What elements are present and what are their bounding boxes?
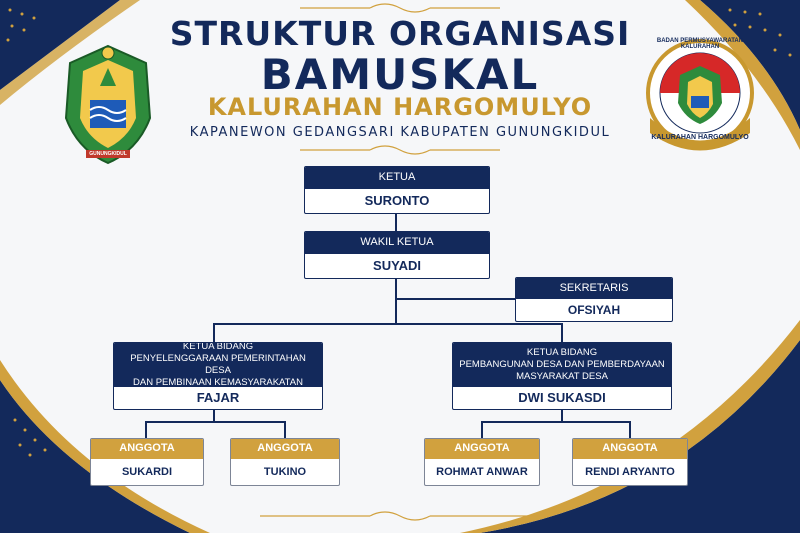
title-line-3: KALURAHAN HARGOMULYO bbox=[207, 93, 593, 121]
wakil-ketua-name: SUYADI bbox=[373, 258, 421, 273]
connector-wakil-down bbox=[395, 278, 397, 324]
anggota-box-1: ANGGOTA SUKARDI bbox=[90, 438, 204, 486]
wakil-ketua-role: WAKIL KETUA bbox=[305, 232, 489, 254]
anggota-4-role: ANGGOTA bbox=[573, 439, 687, 459]
ketua-bidang-2-role-line2: PEMBANGUNAN DESA DAN PEMBERDAYAAN bbox=[459, 359, 665, 371]
ketua-bidang-1-box: KETUA BIDANG PENYELENGGARAAN PEMERINTAHA… bbox=[113, 342, 323, 410]
connector-sekretaris bbox=[397, 298, 515, 300]
anggota-3-name: ROHMAT ANWAR bbox=[436, 465, 528, 478]
anggota-box-2: ANGGOTA TUKINO bbox=[230, 438, 340, 486]
connector-anggota-1 bbox=[145, 421, 147, 439]
anggota-box-3: ANGGOTA ROHMAT ANWAR bbox=[424, 438, 540, 486]
sekretaris-name: OFSIYAH bbox=[567, 302, 621, 317]
bpk-emblem-icon bbox=[646, 39, 754, 151]
title-line-1: STRUKTUR ORGANISASI bbox=[169, 14, 631, 53]
ketua-bidang-1-name: FAJAR bbox=[196, 390, 240, 405]
anggota-4-name: RENDI ARYANTO bbox=[585, 465, 675, 478]
ketua-box: KETUA SURONTO bbox=[304, 166, 490, 214]
ketua-bidang-2-box: KETUA BIDANG PEMBANGUNAN DESA DAN PEMBER… bbox=[452, 342, 672, 410]
connector-anggota-left bbox=[145, 421, 285, 423]
connector-bidang1 bbox=[213, 323, 215, 342]
ketua-bidang-1-role: KETUA BIDANG PENYELENGGARAAN PEMERINTAHA… bbox=[114, 342, 322, 388]
anggota-1-name: SUKARDI bbox=[121, 465, 173, 478]
connector-bidang1-down bbox=[213, 410, 215, 422]
title-line-4: KAPANEWON GEDANGSARI KABUPATEN GUNUNGKID… bbox=[189, 125, 611, 140]
connector-anggota-right bbox=[481, 421, 631, 423]
right-logo-ribbon-text: KALURAHAN HARGOMULYO bbox=[651, 134, 749, 141]
sekretaris-box: SEKRETARIS OFSIYAH bbox=[515, 277, 673, 322]
ketua-bidang-2-name: DWI SUKASDI bbox=[518, 390, 606, 405]
anggota-2-role: ANGGOTA bbox=[231, 439, 339, 459]
sekretaris-role: SEKRETARIS bbox=[516, 278, 672, 299]
ketua-bidang-1-role-line1: KETUA BIDANG bbox=[182, 342, 254, 353]
connector-bidang2 bbox=[561, 323, 563, 342]
connector-anggota-4 bbox=[629, 421, 631, 439]
title-line-2: BAMUSKAL bbox=[260, 50, 540, 99]
ketua-bidang-2-role: KETUA BIDANG PEMBANGUNAN DESA DAN PEMBER… bbox=[453, 343, 671, 387]
anggota-3-role: ANGGOTA bbox=[425, 439, 539, 459]
ketua-role: KETUA bbox=[305, 167, 489, 189]
ketua-bidang-2-role-line1: KETUA BIDANG bbox=[526, 347, 598, 359]
ketua-bidang-1-role-line2: PENYELENGGARAAN PEMERINTAHAN DESA bbox=[130, 353, 306, 376]
anggota-1-role: ANGGOTA bbox=[91, 439, 203, 459]
left-logo-text: GUNUNGKIDUL bbox=[89, 151, 127, 157]
connector-ketua-wakil bbox=[395, 213, 397, 231]
right-logo-ring-text: BADAN PERMUSYAWARATAN KALURAHAN bbox=[656, 38, 744, 50]
connector-bidang-horizontal bbox=[213, 323, 563, 325]
bpk-logo: BADAN PERMUSYAWARATAN KALURAHAN KALURAHA… bbox=[640, 38, 760, 153]
anggota-box-4: ANGGOTA RENDI ARYANTO bbox=[572, 438, 688, 486]
connector-anggota-3 bbox=[481, 421, 483, 439]
ketua-bidang-1-role-line3: DAN PEMBINAAN KEMASYARAKATAN bbox=[133, 376, 303, 388]
anggota-2-name: TUKINO bbox=[263, 465, 307, 478]
wakil-ketua-box: WAKIL KETUA SUYADI bbox=[304, 231, 490, 279]
ketua-name: SURONTO bbox=[364, 193, 430, 208]
gunungkidul-logo: GUNUNGKIDUL bbox=[58, 38, 158, 168]
connector-bidang2-down bbox=[561, 410, 563, 422]
gunungkidul-emblem-icon bbox=[64, 44, 152, 165]
ketua-bidang-2-role-line3: MASYARAKAT DESA bbox=[516, 370, 608, 382]
connector-anggota-2 bbox=[284, 421, 286, 439]
